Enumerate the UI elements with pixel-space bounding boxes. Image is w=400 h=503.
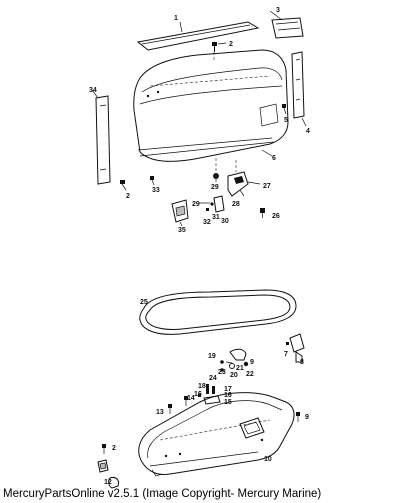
side-screw	[282, 104, 287, 115]
label-part-21: 21	[236, 365, 244, 372]
label-part-30: 30	[221, 218, 229, 225]
label-part-2-left: 2	[126, 193, 130, 200]
label-part-12: 12	[104, 479, 112, 486]
label-part-15: 15	[224, 399, 232, 406]
label-part-9-lower: 9	[305, 414, 309, 421]
latch-screw	[260, 208, 265, 218]
right-vertical-bracket	[291, 51, 307, 127]
label-part-8: 8	[300, 359, 304, 366]
rear-bracket	[286, 333, 305, 363]
label-part-5: 5	[284, 117, 288, 124]
lower-left-screws	[120, 176, 155, 191]
label-part-4: 4	[306, 128, 310, 135]
label-part-10: 10	[264, 456, 272, 463]
label-part-19: 19	[208, 353, 216, 360]
bottom-screw-13	[168, 404, 172, 414]
label-part-6: 6	[272, 155, 276, 162]
label-part-25: 25	[140, 299, 148, 306]
label-part-27: 27	[263, 183, 271, 190]
top-trim-strip	[136, 21, 260, 51]
label-part-28: 28	[232, 201, 240, 208]
label-part-7: 7	[284, 351, 288, 358]
label-part-3: 3	[276, 7, 280, 14]
bottom-cowl	[138, 392, 295, 477]
label-part-2-bottom: 2	[112, 445, 116, 452]
label-part-1: 1	[174, 15, 178, 22]
label-part-32: 32	[203, 219, 211, 226]
label-part-14: 14	[187, 395, 195, 402]
top-screw	[212, 42, 227, 52]
label-part-34: 34	[89, 87, 97, 94]
top-cowl-body	[133, 49, 289, 162]
label-part-18: 18	[198, 383, 206, 390]
bottom-left-hardware	[97, 444, 119, 489]
label-part-22: 22	[246, 371, 254, 378]
label-part-2-top: 2	[229, 41, 233, 48]
lower-bracket	[171, 199, 189, 227]
copyright-caption: MercuryPartsOnline v2.5.1 (Image Copyrig…	[3, 488, 322, 500]
cowl-seal	[139, 289, 297, 335]
label-part-26: 26	[272, 213, 280, 220]
top-bracket	[269, 10, 304, 39]
label-part-35: 35	[178, 227, 186, 234]
label-part-17: 17	[224, 386, 232, 393]
label-part-33: 33	[152, 187, 160, 194]
label-part-16-right: 16	[224, 392, 232, 399]
label-part-16-left: 16	[194, 391, 202, 398]
label-part-23: 23	[218, 369, 226, 376]
grommet	[213, 173, 219, 182]
label-part-9-upper: 9	[250, 359, 254, 366]
bottom-screw-9	[296, 412, 300, 422]
latch-hardware	[199, 195, 225, 213]
latch-assembly	[227, 171, 261, 197]
label-part-13: 13	[156, 409, 164, 416]
shift-hardware	[220, 348, 249, 372]
left-vertical-strip	[91, 89, 111, 185]
label-part-20: 20	[230, 372, 238, 379]
label-part-29-lower: 29	[192, 201, 200, 208]
label-part-29-upper: 29	[211, 184, 219, 191]
label-part-31: 31	[212, 214, 220, 221]
label-part-24: 24	[209, 375, 217, 382]
